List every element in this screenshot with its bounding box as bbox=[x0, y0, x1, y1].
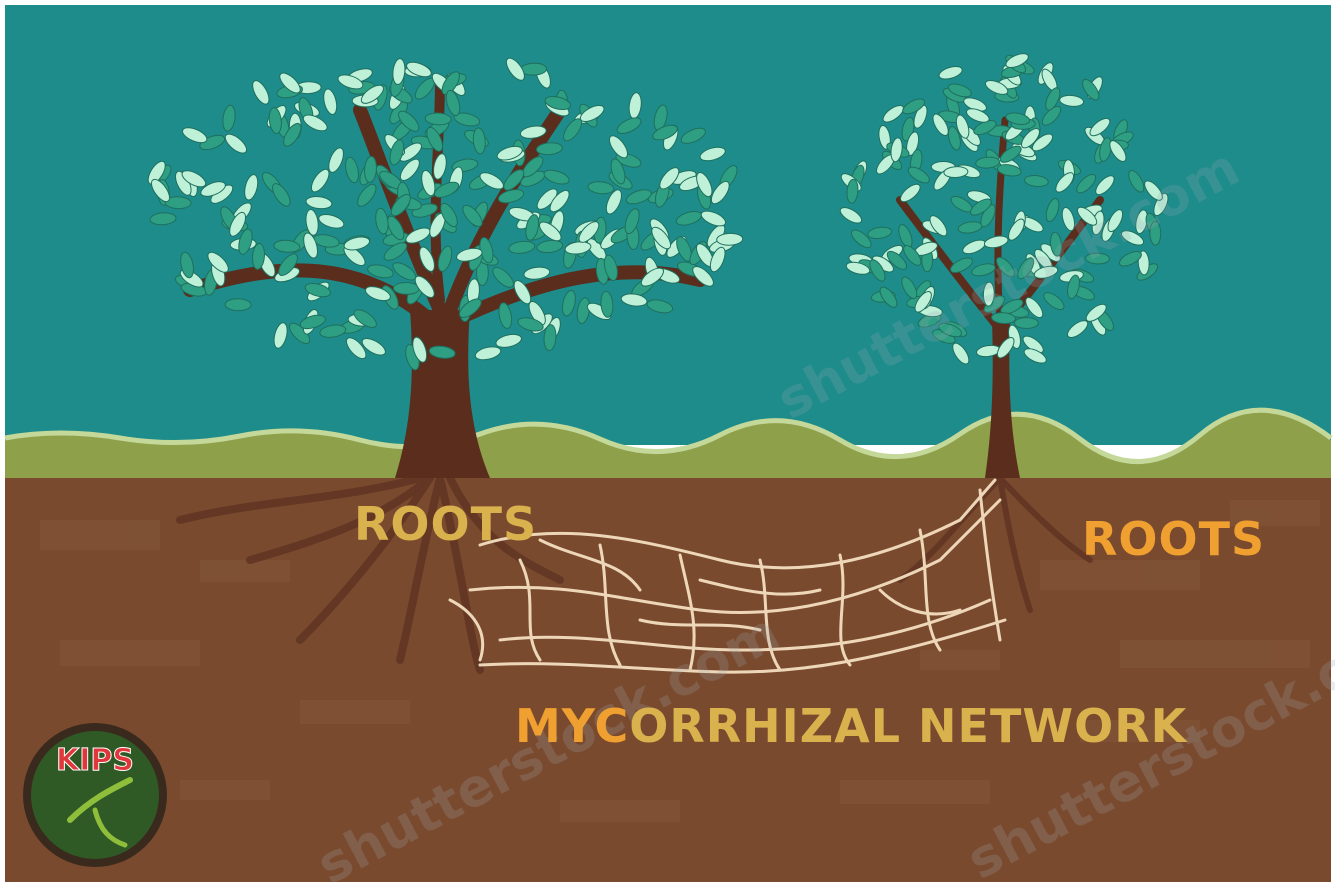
leaf bbox=[1014, 318, 1038, 329]
leaf bbox=[393, 282, 419, 294]
network-label-part2: ORRHIZAL NETWORK bbox=[629, 699, 1188, 753]
kips-logo: KIPS bbox=[23, 723, 167, 867]
leaf bbox=[717, 233, 743, 246]
network-label: MYCORRHIZAL NETWORK bbox=[515, 699, 1189, 753]
kips-logo-text: KIPS bbox=[56, 743, 134, 778]
network-label-part1: MYC bbox=[515, 699, 629, 753]
roots-left-label: ROOTS bbox=[354, 497, 537, 551]
roots-right-label: ROOTS bbox=[1082, 512, 1265, 566]
leaf bbox=[225, 299, 251, 311]
